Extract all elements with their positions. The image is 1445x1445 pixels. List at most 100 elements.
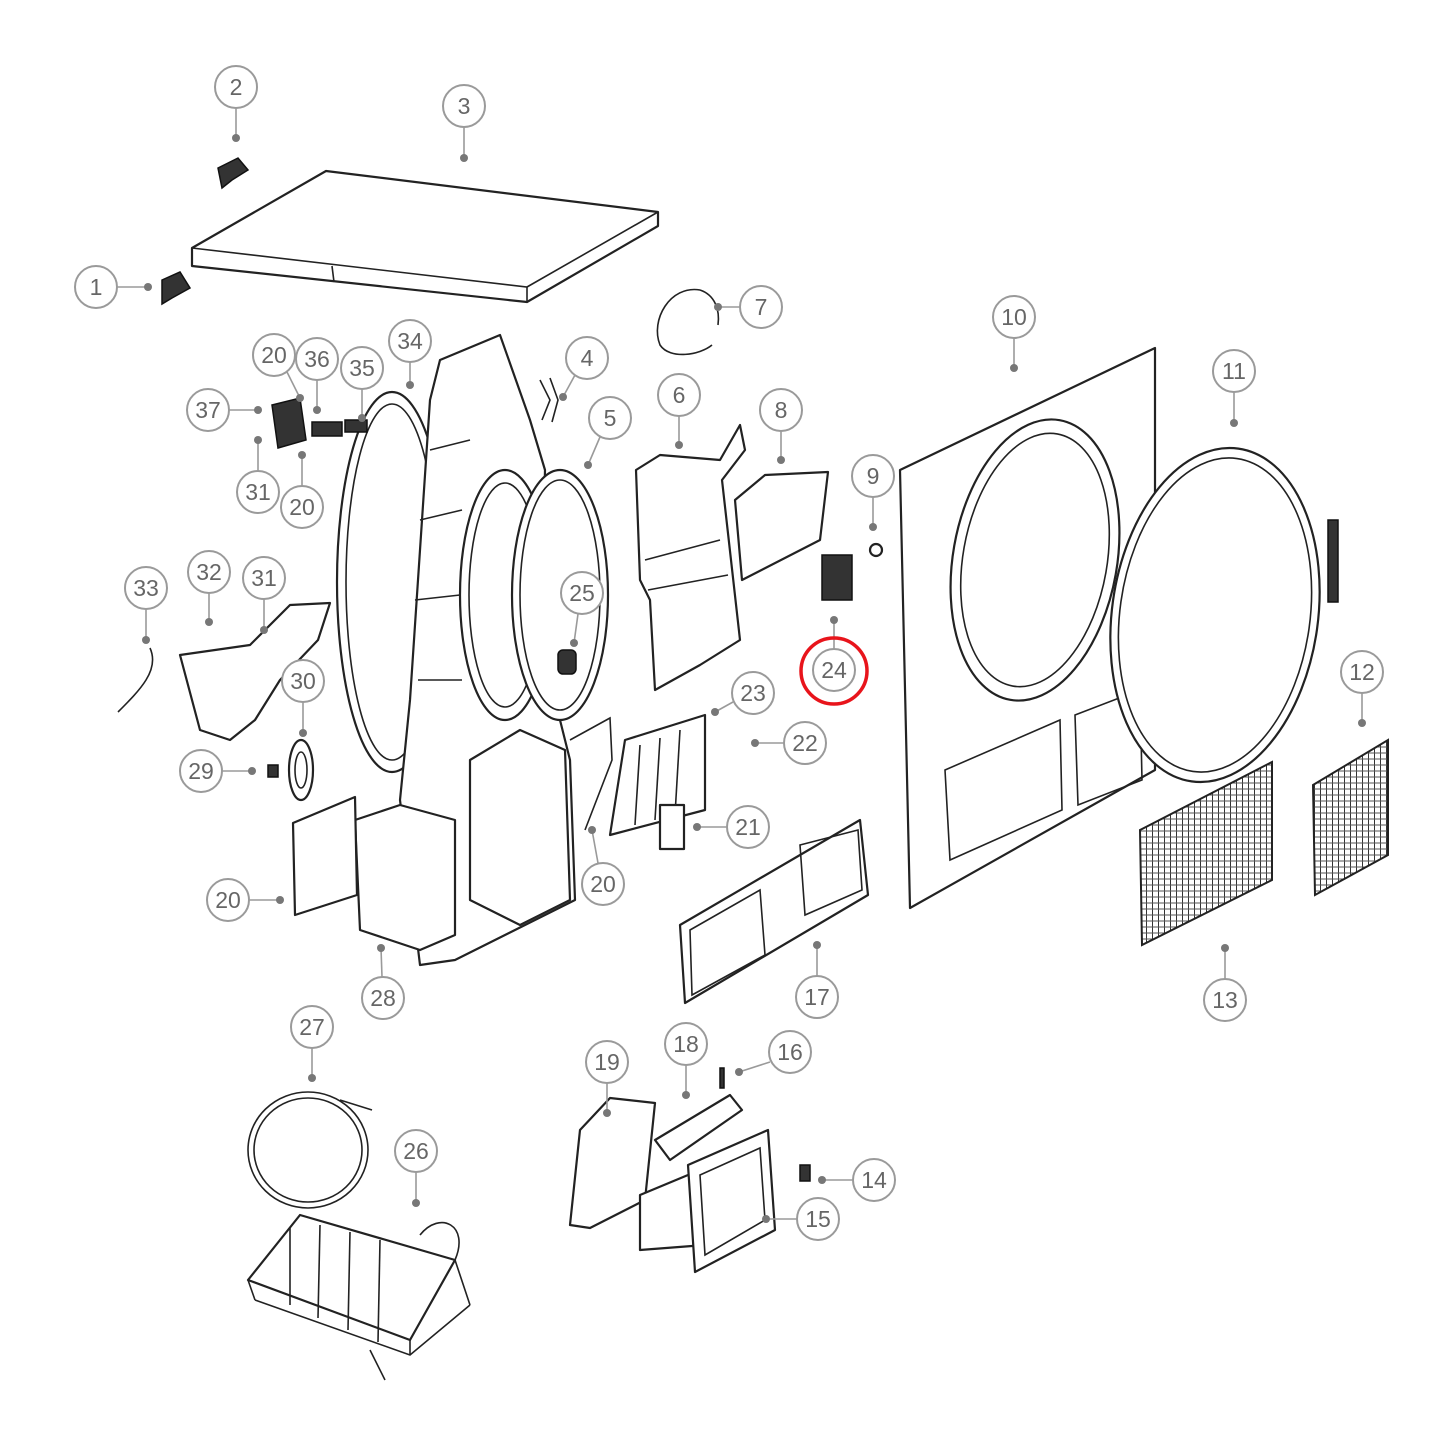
callout-20-top[interactable]: 20 bbox=[252, 333, 304, 402]
callout-2[interactable]: 2 bbox=[214, 65, 258, 142]
callout-16[interactable]: 16 bbox=[735, 1030, 812, 1076]
callout-20-seal[interactable]: 20 bbox=[206, 878, 284, 922]
svg-text:20: 20 bbox=[215, 887, 241, 913]
callout-29[interactable]: 29 bbox=[179, 749, 256, 793]
part-hinge-2 bbox=[217, 157, 250, 190]
part-hinge-1 bbox=[161, 271, 192, 306]
part-motor-bracket-37 bbox=[271, 397, 368, 449]
callout-15[interactable]: 15 bbox=[762, 1197, 840, 1241]
svg-text:4: 4 bbox=[581, 345, 594, 371]
svg-text:15: 15 bbox=[805, 1206, 831, 1232]
svg-text:23: 23 bbox=[740, 680, 766, 706]
callout-14[interactable]: 14 bbox=[818, 1158, 896, 1202]
part-seal-20 bbox=[291, 795, 359, 917]
callout-37[interactable]: 37 bbox=[186, 388, 262, 432]
callout-31-bracket[interactable]: 31 bbox=[236, 436, 280, 514]
callout-23[interactable]: 23 bbox=[711, 671, 775, 716]
part-frame-17 bbox=[678, 818, 870, 1005]
callout-5[interactable]: 5 bbox=[584, 396, 632, 469]
svg-text:28: 28 bbox=[370, 985, 396, 1011]
callout-20-bracket[interactable]: 20 bbox=[280, 451, 324, 529]
part-duct-6 bbox=[634, 423, 747, 692]
svg-text:10: 10 bbox=[1001, 304, 1027, 330]
svg-text:7: 7 bbox=[755, 294, 768, 320]
svg-text:2: 2 bbox=[230, 74, 243, 100]
svg-text:13: 13 bbox=[1212, 987, 1238, 1013]
callout-18[interactable]: 18 bbox=[664, 1022, 708, 1099]
callout-33[interactable]: 33 bbox=[124, 566, 168, 644]
svg-text:32: 32 bbox=[196, 559, 222, 585]
svg-text:37: 37 bbox=[195, 397, 221, 423]
callout-6[interactable]: 6 bbox=[657, 373, 701, 449]
callout-22[interactable]: 22 bbox=[751, 721, 827, 765]
part-sensor-25 bbox=[557, 649, 577, 675]
part-filter-housing-8 bbox=[733, 470, 830, 582]
svg-text:18: 18 bbox=[673, 1031, 699, 1057]
callout-24-highlighted[interactable]: 24 bbox=[799, 616, 869, 706]
svg-text:5: 5 bbox=[604, 405, 617, 431]
svg-text:17: 17 bbox=[804, 984, 830, 1010]
callout-3[interactable]: 3 bbox=[442, 84, 486, 162]
part-grille-12 bbox=[1311, 738, 1389, 897]
svg-text:25: 25 bbox=[569, 580, 595, 606]
callout-11[interactable]: 11 bbox=[1212, 349, 1256, 427]
part-clips-4 bbox=[539, 377, 559, 423]
part-fan-30 bbox=[267, 738, 315, 802]
svg-text:35: 35 bbox=[349, 355, 375, 381]
callout-25[interactable]: 25 bbox=[560, 571, 604, 647]
svg-text:22: 22 bbox=[792, 730, 818, 756]
callout-13[interactable]: 13 bbox=[1203, 944, 1247, 1022]
svg-text:24: 24 bbox=[821, 657, 847, 683]
callout-36[interactable]: 36 bbox=[295, 337, 339, 414]
callout-19[interactable]: 19 bbox=[585, 1040, 629, 1117]
svg-text:26: 26 bbox=[403, 1138, 429, 1164]
callout-35[interactable]: 35 bbox=[340, 346, 384, 422]
svg-text:12: 12 bbox=[1349, 659, 1375, 685]
svg-text:31: 31 bbox=[245, 479, 271, 505]
callout-20-wire[interactable]: 20 bbox=[581, 826, 625, 906]
svg-text:21: 21 bbox=[735, 814, 761, 840]
svg-text:30: 30 bbox=[290, 668, 316, 694]
svg-text:11: 11 bbox=[1222, 358, 1246, 384]
svg-text:8: 8 bbox=[775, 397, 788, 423]
callout-26[interactable]: 26 bbox=[394, 1129, 438, 1207]
svg-text:31: 31 bbox=[251, 565, 277, 591]
svg-text:27: 27 bbox=[299, 1014, 325, 1040]
callout-1[interactable]: 1 bbox=[74, 265, 152, 309]
part-switch-24 bbox=[821, 554, 853, 601]
callout-31-heater[interactable]: 31 bbox=[242, 556, 286, 634]
callout-34[interactable]: 34 bbox=[388, 319, 432, 389]
svg-text:34: 34 bbox=[397, 328, 423, 354]
callout-21[interactable]: 21 bbox=[693, 805, 770, 849]
svg-text:14: 14 bbox=[861, 1167, 887, 1193]
svg-text:6: 6 bbox=[673, 382, 686, 408]
callout-9[interactable]: 9 bbox=[851, 454, 895, 531]
callout-32[interactable]: 32 bbox=[187, 550, 231, 626]
part-grille-13 bbox=[1138, 760, 1273, 947]
part-top-panel bbox=[190, 169, 660, 304]
callout-8[interactable]: 8 bbox=[759, 388, 803, 464]
svg-text:29: 29 bbox=[188, 758, 214, 784]
callout-27[interactable]: 27 bbox=[290, 1005, 334, 1082]
svg-text:20: 20 bbox=[289, 494, 315, 520]
callout-17[interactable]: 17 bbox=[795, 941, 839, 1019]
svg-text:9: 9 bbox=[867, 463, 880, 489]
part-door-11 bbox=[1109, 446, 1339, 784]
part-cover-21 bbox=[608, 713, 707, 851]
callout-10[interactable]: 10 bbox=[992, 295, 1036, 372]
svg-text:20: 20 bbox=[590, 871, 616, 897]
callout-28[interactable]: 28 bbox=[361, 944, 405, 1020]
part-clip-9 bbox=[868, 542, 884, 558]
svg-text:16: 16 bbox=[777, 1039, 803, 1065]
callout-4[interactable]: 4 bbox=[559, 336, 609, 401]
callout-7[interactable]: 7 bbox=[714, 285, 783, 329]
svg-text:19: 19 bbox=[594, 1049, 620, 1075]
svg-text:33: 33 bbox=[133, 575, 159, 601]
part-hose-27 bbox=[247, 1091, 373, 1209]
callout-12[interactable]: 12 bbox=[1340, 650, 1384, 727]
callout-30[interactable]: 30 bbox=[281, 659, 325, 737]
part-wire-7 bbox=[656, 288, 720, 356]
part-front-panel-10 bbox=[898, 346, 1157, 910]
svg-text:20: 20 bbox=[261, 342, 287, 368]
